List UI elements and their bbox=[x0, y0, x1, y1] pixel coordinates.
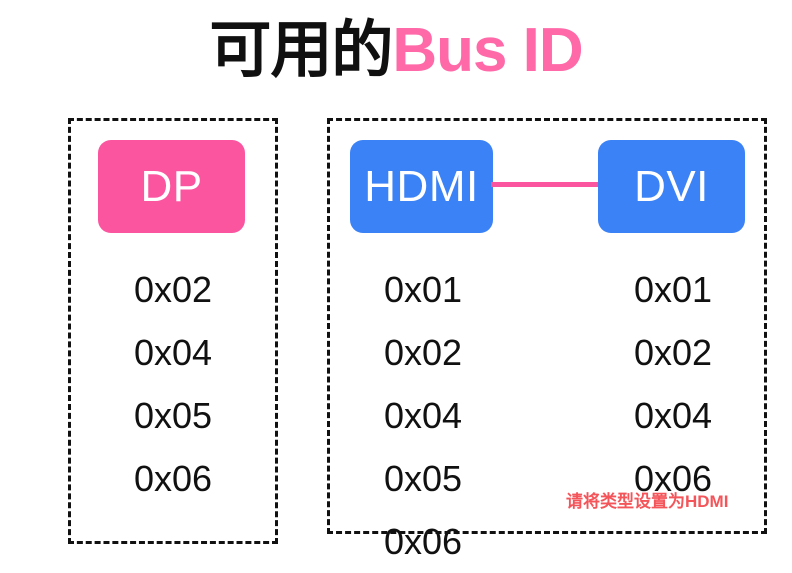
hdmi-id-value: 0x01 bbox=[383, 269, 463, 310]
chip-hdmi[interactable]: HDMI bbox=[350, 140, 493, 233]
chip-dvi[interactable]: DVI bbox=[598, 140, 745, 233]
dp-id-value: 0x05 bbox=[133, 395, 213, 436]
chip-dp-label: DP bbox=[140, 161, 203, 211]
dvi-id-column: 0x01 0x02 0x04 0x06 bbox=[598, 258, 748, 510]
hdmi-id-value: 0x05 bbox=[383, 458, 463, 499]
hdmi-id-value: 0x06 bbox=[383, 521, 463, 562]
hdmi-id-value: 0x04 bbox=[383, 395, 463, 436]
hdmi-id-column: 0x01 0x02 0x04 0x05 0x06 bbox=[348, 258, 498, 573]
dp-id-value: 0x06 bbox=[133, 458, 213, 499]
page-title-cn: 可用的 bbox=[209, 16, 393, 85]
dvi-id-value: 0x04 bbox=[633, 395, 713, 436]
dp-id-column: 0x02 0x04 0x05 0x06 bbox=[98, 258, 248, 510]
hdmi-dvi-connector-line bbox=[491, 182, 600, 187]
dp-id-value: 0x02 bbox=[133, 269, 213, 310]
chip-dvi-label: DVI bbox=[634, 161, 709, 211]
hdmi-id-value: 0x02 bbox=[383, 332, 463, 373]
dvi-id-value: 0x06 bbox=[633, 458, 713, 499]
chip-hdmi-label: HDMI bbox=[364, 161, 479, 211]
dp-group-box bbox=[68, 118, 278, 544]
chip-dp[interactable]: DP bbox=[98, 140, 245, 233]
dvi-id-value: 0x02 bbox=[633, 332, 713, 373]
dp-id-value: 0x04 bbox=[133, 332, 213, 373]
page-title-en: Bus ID bbox=[392, 16, 583, 85]
page-title: 可用的Bus ID bbox=[0, 6, 792, 96]
hdmi-dvi-group-box bbox=[327, 118, 767, 534]
hdmi-type-note: 请将类型设置为HDMI bbox=[566, 492, 729, 511]
dvi-id-value: 0x01 bbox=[633, 269, 713, 310]
